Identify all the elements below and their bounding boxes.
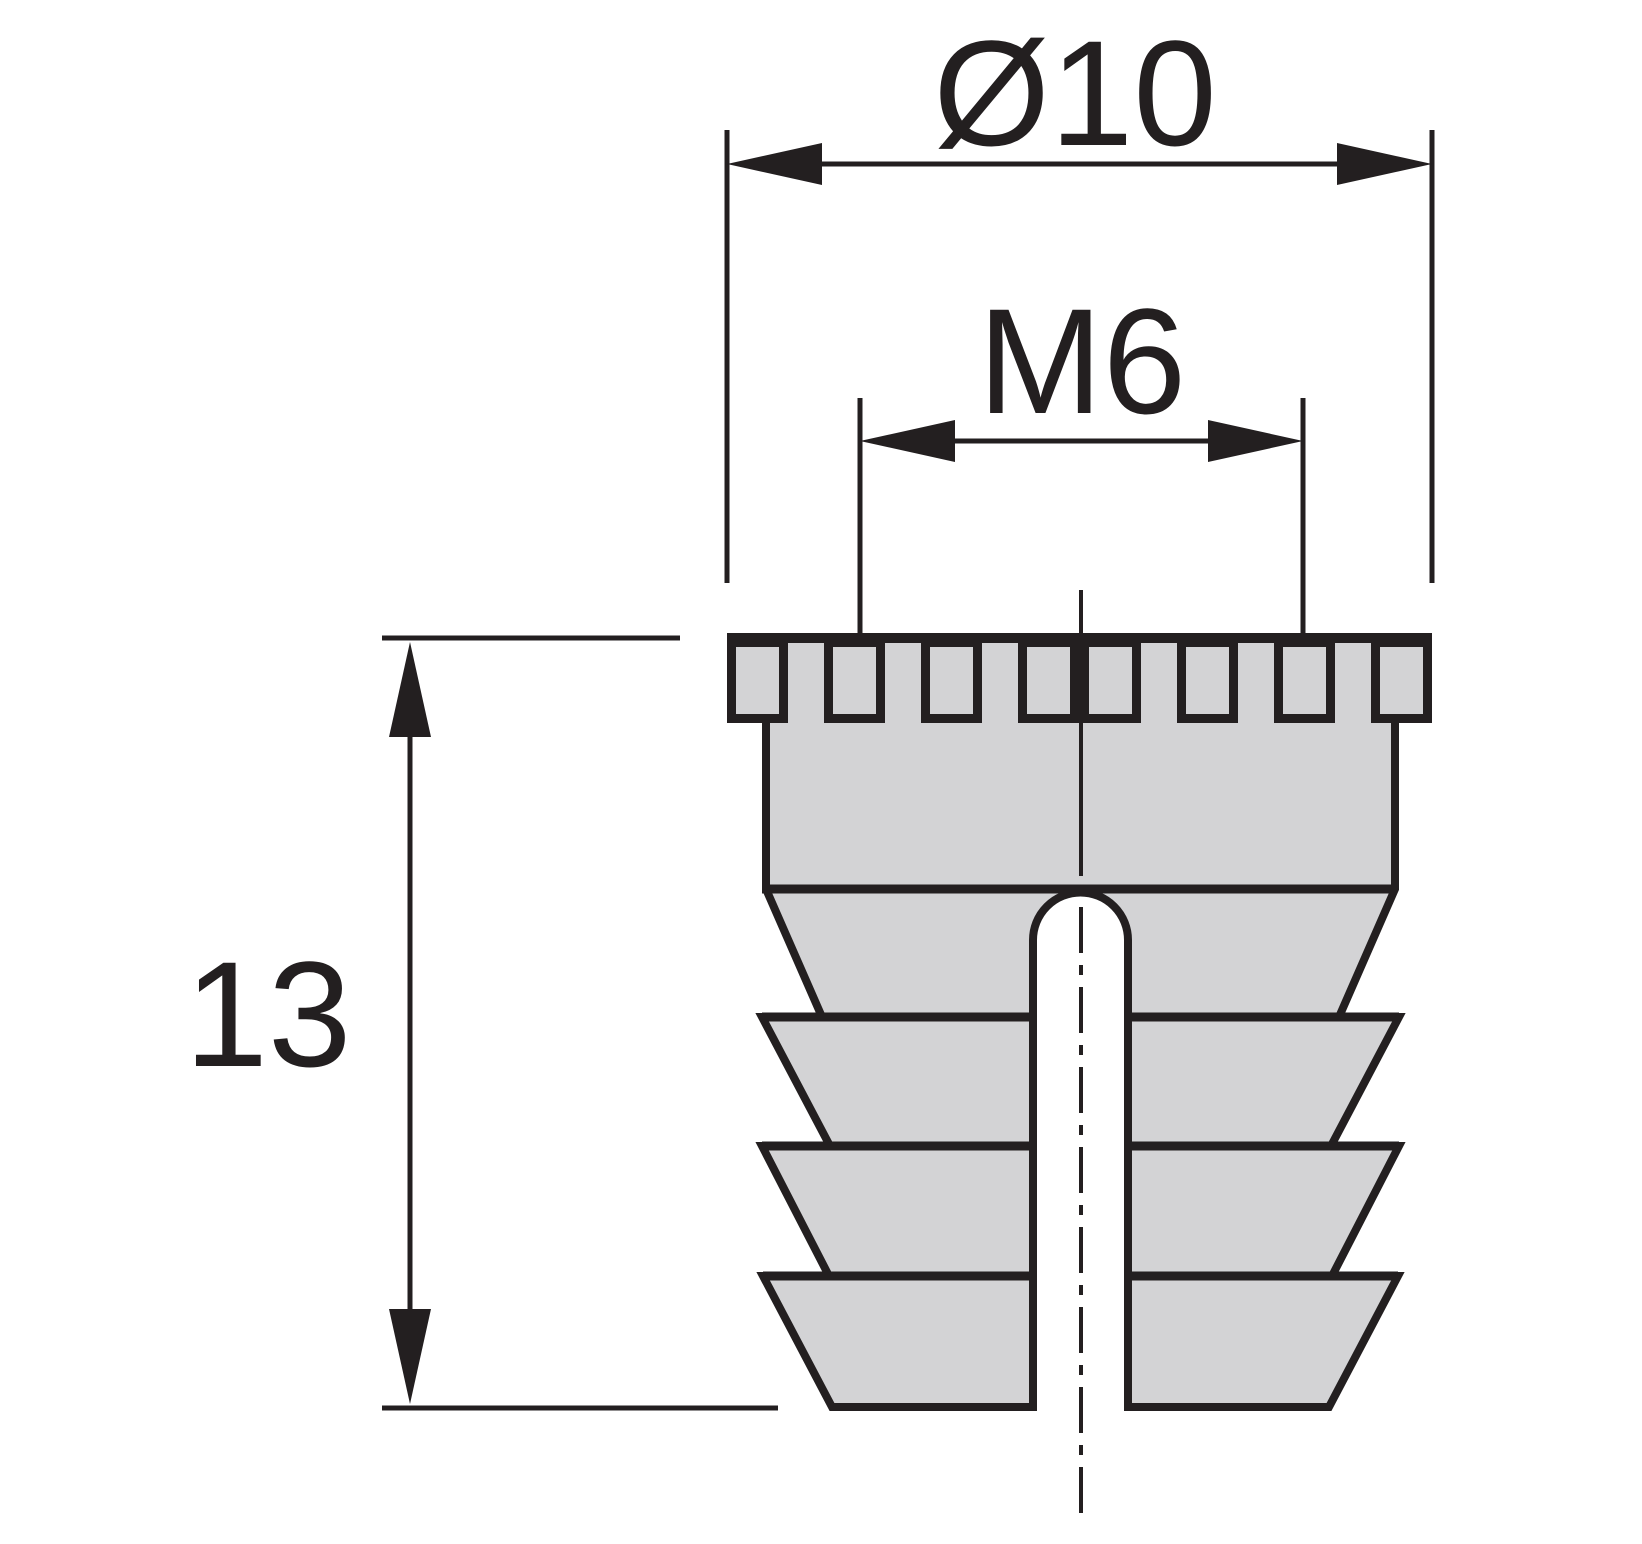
knurl-tooth (727, 638, 788, 723)
knurl-tooth (1177, 638, 1238, 723)
arrowhead-down (389, 1309, 431, 1404)
arrowhead-left (860, 420, 955, 462)
thread-label: M6 (978, 277, 1186, 445)
height-label: 13 (185, 930, 352, 1098)
dim-thread-m6: M6 (857, 277, 1306, 633)
arrowhead-right (1337, 143, 1432, 185)
knurl-tooth (1371, 638, 1432, 723)
dim-diameter-10: Ø10 (724, 9, 1435, 583)
diameter-label: Ø10 (933, 9, 1217, 177)
arrowhead-up (389, 642, 431, 737)
knurl-tooth (921, 638, 982, 723)
arrowhead-right (1208, 420, 1303, 462)
knurl-tooth (824, 638, 885, 723)
knurl-tooth (1080, 638, 1141, 723)
arrowhead-left (727, 143, 822, 185)
knurl-tooth (1274, 638, 1335, 723)
knurl-tooth (1018, 638, 1079, 723)
dim-height-13: 13 (185, 635, 778, 1411)
part-body (755, 723, 1406, 1411)
